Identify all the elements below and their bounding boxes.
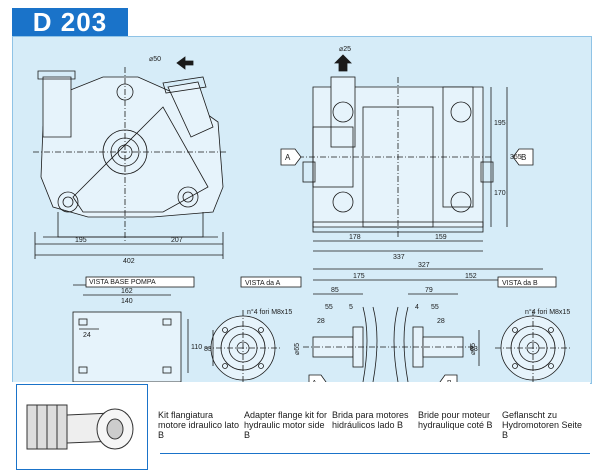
drawing-panel: ⌀50 ⌀25 195 207 402 178 159 337 195 170 … xyxy=(12,36,592,384)
label-holes-b: n°4 fori M8x15 xyxy=(525,308,570,316)
caption-fr: Bride pour moteur hydraulique coté B xyxy=(418,410,493,430)
front-view-pump xyxy=(33,67,228,242)
dim-55b: 55 xyxy=(431,304,439,311)
model-tag: D 203 xyxy=(12,8,128,36)
dim-d25: ⌀25 xyxy=(339,46,351,53)
dim-79: 79 xyxy=(425,287,433,294)
dim-337: 337 xyxy=(393,254,405,261)
caption-es: Brida para motores hidráulicos lado B xyxy=(332,410,409,430)
dim-85: 85 xyxy=(331,287,339,294)
technical-drawing: ⌀50 ⌀25 195 207 402 178 159 337 195 170 … xyxy=(33,46,571,383)
caption-divider xyxy=(160,453,590,454)
dim-h195: 195 xyxy=(494,120,506,127)
dim-402: 402 xyxy=(123,258,135,265)
dim-140: 140 xyxy=(121,298,133,305)
label-vista-b: VISTA da B xyxy=(502,280,538,287)
dim-207: 207 xyxy=(171,237,183,244)
dim-h83a: 83 xyxy=(204,346,212,353)
dim-24: 24 xyxy=(83,332,91,339)
dim-5a: 5 xyxy=(349,304,353,311)
dim-h83b: 83 xyxy=(470,346,478,353)
dim-175: 175 xyxy=(353,273,365,280)
caption-it: Kit flangiatura motore idraulico lato B xyxy=(158,410,240,440)
dim-d65b: ⌀65 xyxy=(470,343,477,355)
dim-55a: 55 xyxy=(325,304,333,311)
dim-d50: ⌀50 xyxy=(149,56,161,63)
dim-d65a: ⌀65 xyxy=(294,343,301,355)
arrow-b-bottom: B xyxy=(447,380,452,383)
caption-de: Geflanscht zu Hydromotoren Seite B xyxy=(502,410,583,440)
dim-327: 327 xyxy=(418,262,430,269)
dim-178: 178 xyxy=(349,234,361,241)
side-view-pump xyxy=(298,76,494,237)
dim-159: 159 xyxy=(435,234,447,241)
caption-en: Adapter flange kit for hydraulic motor s… xyxy=(244,410,328,440)
dim-h365: 365 xyxy=(510,154,522,161)
dim-4: 4 xyxy=(415,304,419,311)
dim-28a: 28 xyxy=(317,318,325,325)
label-holes-a: n°4 fori M8x15 xyxy=(247,308,292,316)
dim-162: 162 xyxy=(121,288,133,295)
flange-kit-photo xyxy=(16,384,148,470)
arrow-a-top: A xyxy=(285,153,291,162)
caption-strip: Kit flangiatura motore idraulico lato B … xyxy=(12,382,590,470)
dim-152: 152 xyxy=(465,273,477,280)
dim-195: 195 xyxy=(75,237,87,244)
dim-28b: 28 xyxy=(437,318,445,325)
arrow-b-top: B xyxy=(521,153,526,162)
arrow-in-icon xyxy=(176,56,194,70)
dim-110: 110 xyxy=(191,344,202,351)
label-vista-a: VISTA da A xyxy=(245,280,281,287)
label-vista-base: VISTA BASE POMPA xyxy=(89,279,156,286)
dim-h170: 170 xyxy=(494,190,506,197)
arrow-a-bottom: A xyxy=(312,380,317,383)
